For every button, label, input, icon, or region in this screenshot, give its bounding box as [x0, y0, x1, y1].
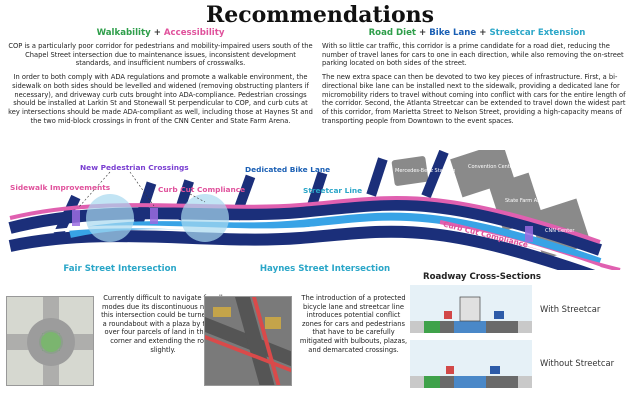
street-mitchell [366, 157, 388, 197]
walkability-heading: Walkability + Accessibility [8, 28, 313, 38]
cross-sections-title: Roadway Cross-Sections [422, 272, 542, 282]
heading-accessibility: Accessibility [163, 28, 225, 38]
corridor-map: Sidewalk Improvements New Pedestrian Cro… [0, 142, 640, 284]
heading-separator: + [416, 28, 430, 38]
page-title: Recommendations [205, 2, 435, 28]
leader-crossings-1 [77, 171, 111, 209]
cross-section-without-streetcar [410, 340, 532, 388]
heading-separator: + [150, 28, 164, 38]
leader-crossings-2 [129, 171, 155, 207]
leader-curb [189, 193, 206, 203]
cross-section-with-diagram [410, 296, 532, 333]
street-marietta [421, 149, 449, 199]
building-label-stadium: Mercedes-Benz Stadium [395, 168, 456, 174]
haynes-street-photo [204, 296, 292, 386]
fair-circle [86, 194, 134, 242]
building-label-cnn: CNN Center [545, 228, 575, 234]
heading-streetcar: Streetcar Extension [489, 28, 586, 38]
label-streetcar: Streetcar Line [303, 186, 363, 195]
cross-section-without-diagram [410, 366, 532, 388]
street-nelson [306, 171, 328, 209]
crossing-mark-1 [72, 210, 80, 226]
road-diet-heading: Road Diet + Bike Lane + Streetcar Extens… [322, 28, 632, 38]
heading-walkability: Walkability [96, 28, 151, 38]
road-diet-para-2: The new extra space can then be devoted … [322, 73, 626, 125]
walkability-section: Walkability + Accessibility COP is a par… [8, 28, 313, 130]
heading-bike-lane: Bike Lane [429, 28, 477, 38]
building-stadium [391, 156, 429, 186]
label-curb-cut: Curb Cut Compliance [158, 185, 246, 194]
corridor-diagram [8, 142, 621, 284]
bike-lane-path [69, 212, 602, 266]
without-streetcar-label: Without Streetcar [540, 358, 615, 368]
walkability-para-2: In order to both comply with ADA regulat… [8, 73, 313, 125]
road-diet-section: Road Diet + Bike Lane + Streetcar Extens… [322, 28, 632, 130]
label-crossings: New Pedestrian Crossings [80, 163, 189, 172]
heading-road-diet: Road Diet [368, 28, 417, 38]
crossing-mark-2 [150, 208, 158, 224]
haynes-street-diagram [205, 297, 291, 385]
road-diet-para-1: With so little car traffic, this corrido… [322, 42, 624, 68]
label-sidewalk: Sidewalk Improvements [10, 183, 111, 192]
fair-street-photo [6, 296, 94, 386]
label-bike-lane: Dedicated Bike Lane [245, 165, 331, 174]
heading-separator: + [476, 28, 490, 38]
with-streetcar-label: With Streetcar [540, 304, 601, 314]
haynes-street-title: Haynes Street Intersection [259, 264, 391, 274]
fair-street-diagram [7, 297, 93, 385]
fair-street-title: Fair Street Intersection [63, 264, 177, 274]
cross-section-with-streetcar [410, 285, 532, 333]
fair-street-text: Currently difficult to navigate for all … [101, 294, 225, 354]
crossing-mark-3 [525, 226, 533, 242]
haynes-circle [181, 194, 229, 242]
building-label-convention: Convention Center [468, 164, 515, 170]
haynes-street-text: The introduction of a protected bicycle … [299, 294, 408, 354]
building-label-arena: State Farm Arena [505, 198, 549, 204]
walkability-para-1: COP is a particularly poor corridor for … [8, 42, 313, 68]
